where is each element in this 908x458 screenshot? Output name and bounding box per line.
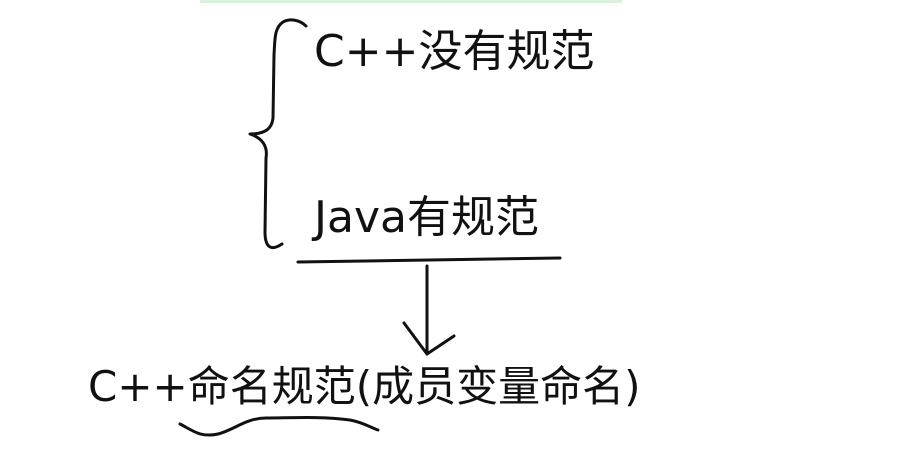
java-underline	[296, 256, 562, 264]
top-highlight-strip	[200, 0, 622, 3]
curly-brace	[248, 18, 308, 249]
java-has-standard-label: Java有规范	[314, 192, 539, 243]
down-arrow-head-icon	[402, 321, 456, 356]
cpp-no-standard-label: C++没有规范	[314, 26, 595, 77]
cpp-naming-standard-label: C++命名规范(成员变量命名)	[88, 362, 641, 411]
naming-wavy-underline	[178, 416, 380, 437]
